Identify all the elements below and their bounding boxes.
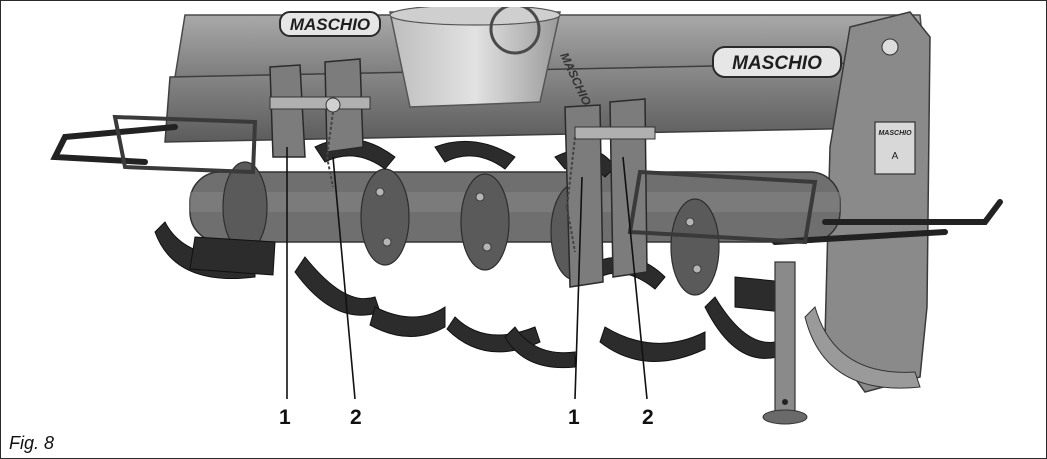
brand-label: MASCHIO [290,15,370,34]
brand-label: MASCHIO [732,53,822,74]
callout-label: 1 [279,406,291,429]
callout-label: 2 [642,406,654,429]
callout-label: 1 [568,406,580,429]
leader-line [574,176,583,400]
leader-line [622,156,648,400]
rotary-tiller-photo: MASCHIO MASCHIO MASCHIO MASCHIO A [50,7,1003,425]
brand-plate-right: MASCHIO [712,46,842,78]
plate-letter: A [892,151,899,162]
brand-label: MASCHIO [878,130,912,137]
leader-line [332,156,356,400]
figure-caption: Fig. 8 [9,433,55,453]
brand-plate-left: MASCHIO [279,11,381,37]
callout-label: 2 [350,406,362,429]
